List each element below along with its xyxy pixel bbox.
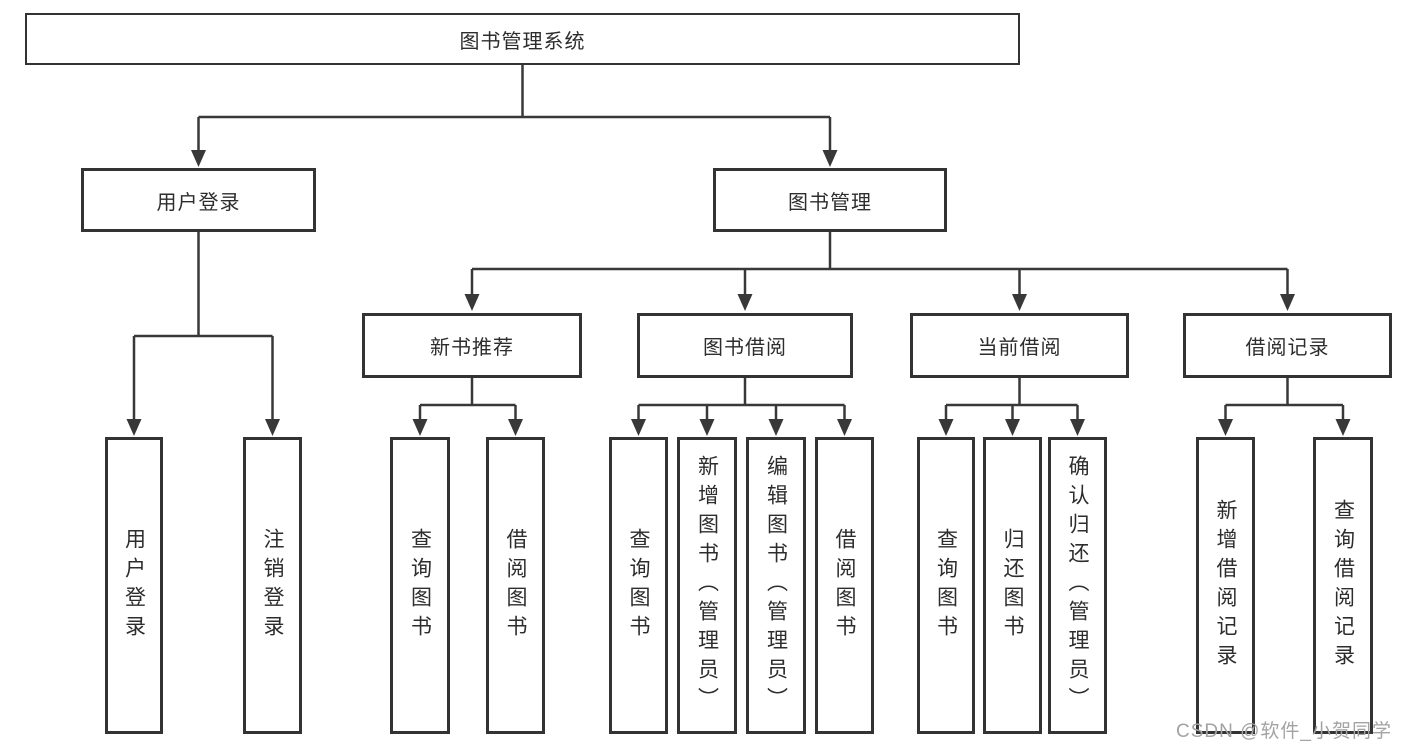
node-leaf-borrow-edit-books-admin: 编辑图书（管理员） <box>746 437 806 734</box>
node-root-label: 图书管理系统 <box>459 30 586 53</box>
node-borrow-records: 借阅记录 <box>1183 313 1392 378</box>
node-book-management: 图书管理 <box>713 168 947 232</box>
node-leaf-records-add-record-label: 新增借阅记录 <box>1214 498 1237 673</box>
node-leaf-current-query-books: 查询图书 <box>917 437 975 734</box>
csdn-watermark: CSDN @软件_小贺同学 <box>1176 721 1392 742</box>
node-leaf-current-return-books: 归还图书 <box>983 437 1042 734</box>
node-root: 图书管理系统 <box>25 13 1020 65</box>
node-borrow-records-label: 借阅记录 <box>1245 337 1330 359</box>
node-leaf-logout-label: 注销登录 <box>261 527 284 644</box>
node-current-borrow: 当前借阅 <box>910 313 1129 378</box>
node-leaf-user-login: 用户登录 <box>105 437 163 734</box>
node-leaf-records-query-record: 查询借阅记录 <box>1313 437 1373 734</box>
node-book-management-label: 图书管理 <box>788 191 872 214</box>
node-leaf-borrow-borrow-books: 借阅图书 <box>815 437 874 734</box>
node-leaf-borrow-query-books: 查询图书 <box>609 437 668 734</box>
node-leaf-borrow-add-books-admin: 新增图书（管理员） <box>677 437 737 734</box>
node-leaf-borrow-query-books-label: 查询图书 <box>627 527 650 644</box>
node-book-borrow-label: 图书借阅 <box>703 337 787 359</box>
node-leaf-current-return-books-label: 归还图书 <box>1001 527 1024 644</box>
node-new-book-recommend: 新书推荐 <box>362 313 582 378</box>
node-leaf-records-query-record-label: 查询借阅记录 <box>1331 498 1355 673</box>
node-leaf-user-login-label: 用户登录 <box>122 527 146 644</box>
node-leaf-borrow-borrow-books-label: 借阅图书 <box>833 527 856 644</box>
node-leaf-records-add-record: 新增借阅记录 <box>1196 437 1255 734</box>
node-book-borrow: 图书借阅 <box>637 313 853 378</box>
node-leaf-recommend-borrow-books-label: 借阅图书 <box>504 527 527 644</box>
arrowheads <box>126 150 1351 436</box>
node-leaf-recommend-borrow-books: 借阅图书 <box>486 437 545 734</box>
node-leaf-borrow-edit-books-admin-label: 编辑图书（管理员） <box>764 455 788 716</box>
node-new-book-recommend-label: 新书推荐 <box>430 337 514 359</box>
node-leaf-borrow-add-books-admin-label: 新增图书（管理员） <box>695 455 719 716</box>
node-leaf-current-confirm-return-admin-label: 确认归还（管理员） <box>1066 455 1089 716</box>
node-leaf-logout: 注销登录 <box>243 437 302 734</box>
node-user-login: 用户登录 <box>81 168 316 232</box>
node-user-login-label: 用户登录 <box>156 191 241 214</box>
node-leaf-current-query-books-label: 查询图书 <box>934 527 958 644</box>
node-leaf-recommend-query-books: 查询图书 <box>390 437 450 734</box>
node-leaf-current-confirm-return-admin: 确认归还（管理员） <box>1048 437 1107 734</box>
node-current-borrow-label: 当前借阅 <box>977 337 1062 359</box>
node-leaf-recommend-query-books-label: 查询图书 <box>408 527 432 644</box>
